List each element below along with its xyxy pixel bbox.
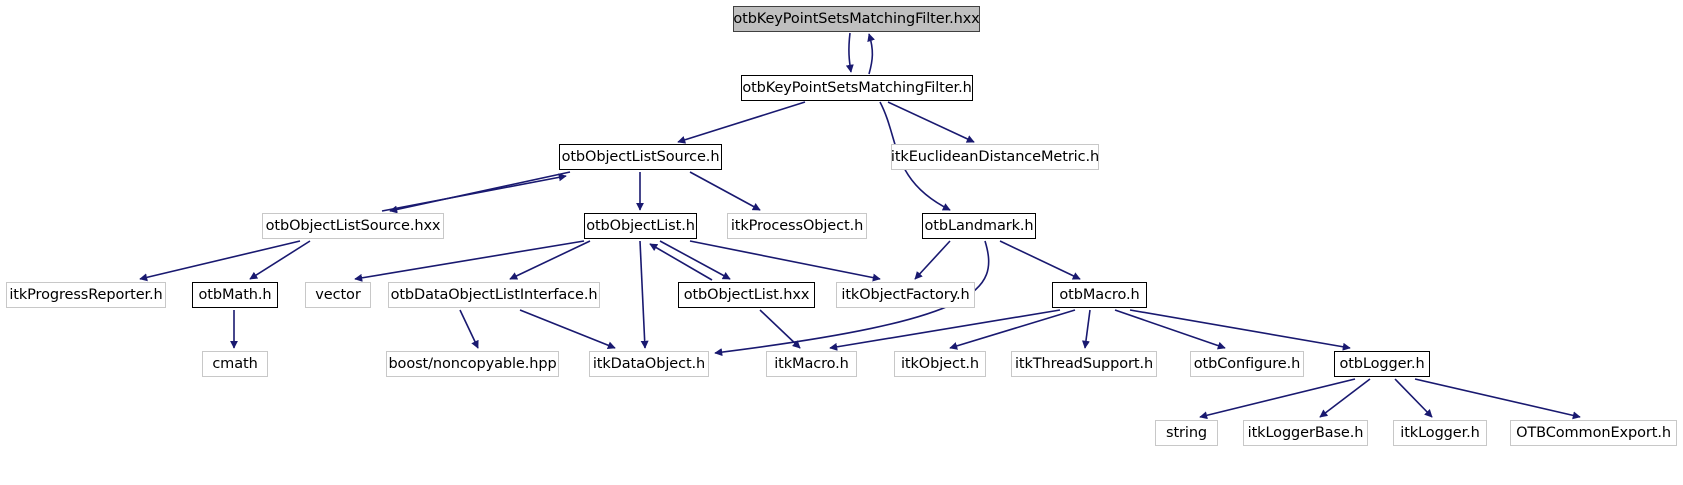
graph-node-label: otbObjectListSource.hxx: [265, 217, 441, 234]
edge-n7-n14: [999, 240, 1081, 280]
graph-node-n20[interactable]: itkThreadSupport.h: [1011, 351, 1157, 377]
edge-n1-n2: [677, 101, 806, 144]
edge-n11-n16: [459, 309, 479, 349]
edge-n5-n17: [639, 240, 649, 349]
edge-n2-n4: [389, 171, 571, 214]
graph-node-label: otbConfigure.h: [1193, 355, 1301, 372]
graph-node-n8[interactable]: itkProgressReporter.h: [6, 282, 166, 308]
edge-n14-n20: [1081, 309, 1091, 349]
graph-node-n2[interactable]: otbObjectListSource.h: [559, 144, 722, 170]
graph-node-label: otbLogger.h: [1339, 355, 1425, 372]
graph-node-n1[interactable]: otbKeyPointSetsMatchingFilter.h: [741, 75, 973, 101]
graph-node-n7[interactable]: otbLandmark.h: [922, 213, 1036, 239]
graph-node-label: OTBCommonExport.h: [1516, 424, 1671, 441]
graph-node-n10[interactable]: vector: [305, 282, 371, 308]
edge-n12-n18: [759, 309, 801, 349]
graph-node-n24[interactable]: itkLoggerBase.h: [1243, 420, 1368, 446]
graph-node-n21[interactable]: otbConfigure.h: [1190, 351, 1304, 377]
edge-n4-n8: [139, 240, 301, 282]
graph-node-label: string: [1165, 424, 1208, 441]
edge-n4-n2: [381, 173, 567, 212]
edge-n14-n19: [949, 309, 1076, 350]
graph-node-label: itkDataObject.h: [592, 355, 706, 372]
graph-node-label: itkObjectFactory.h: [841, 286, 970, 303]
graph-node-n3[interactable]: itkEuclideanDistanceMetric.h: [891, 144, 1099, 170]
graph-node-n6[interactable]: itkProcessObject.h: [727, 213, 867, 239]
graph-node-label: itkProcessObject.h: [730, 217, 864, 234]
graph-node-n11[interactable]: otbDataObjectListInterface.h: [388, 282, 600, 308]
graph-node-label: itkMacro.h: [774, 355, 849, 372]
graph-node-label: otbMath.h: [198, 286, 272, 303]
edge-n0-n1: [845, 32, 854, 73]
graph-node-label: boost/noncopyable.hpp: [388, 355, 557, 372]
graph-node-label: otbObjectList.hxx: [683, 286, 810, 303]
graph-node-n15[interactable]: cmath: [202, 351, 268, 377]
graph-node-n9[interactable]: otbMath.h: [192, 282, 278, 308]
graph-node-label: itkThreadSupport.h: [1014, 355, 1154, 372]
graph-node-n26[interactable]: OTBCommonExport.h: [1510, 420, 1677, 446]
edge-n22-n26: [1414, 378, 1581, 420]
graph-node-n12[interactable]: otbObjectList.hxx: [678, 282, 815, 308]
edge-n14-n21: [1114, 309, 1226, 350]
edge-n22-n24: [1319, 378, 1371, 418]
graph-node-n22[interactable]: otbLogger.h: [1334, 351, 1430, 377]
graph-node-label: vector: [315, 286, 361, 303]
graph-node-n19[interactable]: itkObject.h: [894, 351, 986, 377]
graph-node-label: otbKeyPointSetsMatchingFilter.hxx: [733, 10, 980, 27]
graph-node-label: otbObjectList.h: [586, 217, 695, 234]
edge-n5-n12: [659, 240, 731, 280]
edge-n5-n10: [354, 240, 585, 282]
graph-node-n14[interactable]: otbMacro.h: [1052, 282, 1147, 308]
graph-node-label: otbDataObjectListInterface.h: [390, 286, 598, 303]
edge-n12-n5: [649, 243, 713, 281]
graph-node-n25[interactable]: itkLogger.h: [1393, 420, 1487, 446]
graph-node-label: otbObjectListSource.h: [561, 148, 720, 165]
graph-node-n0[interactable]: otbKeyPointSetsMatchingFilter.hxx: [733, 6, 980, 32]
graph-node-label: itkProgressReporter.h: [9, 286, 163, 303]
graph-node-label: otbKeyPointSetsMatchingFilter.h: [742, 79, 972, 96]
edge-n1-n3: [887, 101, 975, 143]
graph-node-n4[interactable]: otbObjectListSource.hxx: [262, 213, 444, 239]
edge-n14-n22: [1129, 309, 1351, 351]
graph-node-label: otbMacro.h: [1059, 286, 1140, 303]
edge-n2-n6: [689, 171, 761, 211]
graph-node-label: itkLogger.h: [1400, 424, 1480, 441]
graph-node-n23[interactable]: string: [1155, 420, 1218, 446]
edge-n5-n13: [689, 240, 881, 282]
graph-node-label: itkLoggerBase.h: [1247, 424, 1364, 441]
graph-node-n18[interactable]: itkMacro.h: [766, 351, 857, 377]
edge-n5-n11: [509, 240, 591, 280]
graph-node-n5[interactable]: otbObjectList.h: [584, 213, 697, 239]
edge-n22-n23: [1199, 378, 1356, 420]
graph-node-label: itkObject.h: [900, 355, 980, 372]
graph-node-label: itkEuclideanDistanceMetric.h: [890, 148, 1100, 165]
edge-n22-n25: [1394, 378, 1433, 418]
edge-n14-n18: [829, 309, 1061, 351]
edge-n1-n0: [867, 33, 875, 75]
graph-node-n16[interactable]: boost/noncopyable.hpp: [386, 351, 559, 377]
edge-n11-n17: [519, 309, 616, 350]
graph-node-n17[interactable]: itkDataObject.h: [589, 351, 709, 377]
graph-node-n13[interactable]: itkObjectFactory.h: [836, 282, 975, 308]
graph-node-label: cmath: [212, 355, 258, 372]
edge-n4-n9: [249, 240, 311, 280]
graph-node-label: otbLandmark.h: [924, 217, 1034, 234]
edge-n7-n13: [914, 240, 951, 280]
